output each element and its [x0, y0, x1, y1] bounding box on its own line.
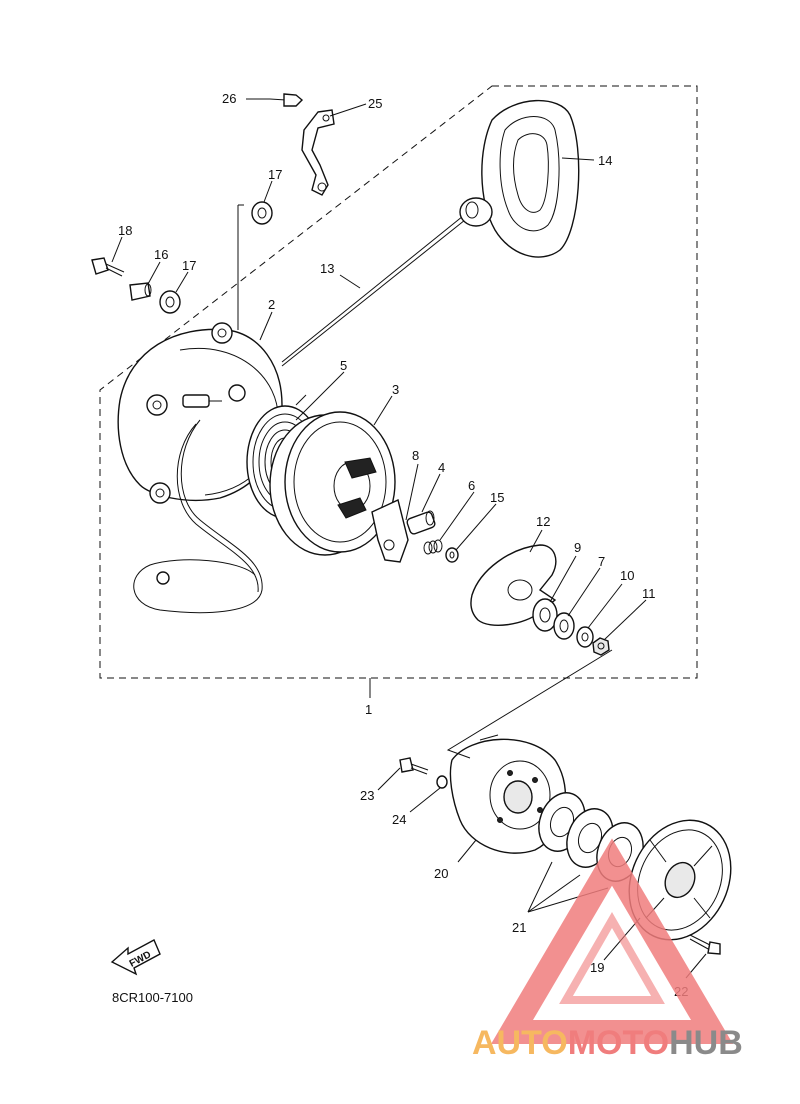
- callout-6: 6: [468, 478, 475, 493]
- cable-13: [281, 211, 469, 363]
- washer-7: [553, 612, 575, 640]
- callout-14: 14: [598, 153, 612, 168]
- callout-3: 3: [392, 382, 399, 397]
- callout-12: 12: [536, 514, 550, 529]
- diagram-code: 8CR100-7100: [112, 990, 193, 1005]
- small-spring: [423, 539, 443, 555]
- watermark-text: AUTOMOTOHUB: [472, 1024, 743, 1062]
- collar-17-top: [251, 201, 273, 225]
- callout-2: 2: [268, 297, 275, 312]
- small-washer: [445, 547, 459, 563]
- cable-guide-bracket: [301, 109, 335, 196]
- watermark-moto: MOTO: [568, 1024, 669, 1062]
- starter-pulley: [628, 819, 732, 941]
- starter-housing: [117, 322, 283, 504]
- callout-17a: 17: [268, 167, 282, 182]
- bolt-22: [689, 934, 721, 955]
- callout-5: 5: [340, 358, 347, 373]
- forward-arrow-icon: FWD: [110, 939, 161, 976]
- washer-24: [436, 775, 448, 789]
- bolt-26: [269, 93, 304, 107]
- friction-plate: [470, 544, 557, 626]
- callout-16: 16: [154, 247, 168, 262]
- bolt-18: [91, 257, 125, 277]
- callout-7: 7: [598, 554, 605, 569]
- ratchet-lever: [371, 499, 409, 563]
- callout-25: 25: [368, 96, 382, 111]
- collar-16: [129, 282, 152, 301]
- drive-pulley: [269, 411, 396, 556]
- watermark-auto: AUTO: [472, 1024, 568, 1062]
- callout-26: 26: [222, 91, 236, 106]
- callout-4: 4: [438, 460, 445, 475]
- callout-24: 24: [392, 812, 406, 827]
- bolt-23: [399, 757, 429, 775]
- callout-11: 11: [642, 586, 656, 601]
- callout-1: 1: [365, 702, 372, 717]
- callout-18: 18: [118, 223, 132, 238]
- callout-20: 20: [434, 866, 448, 881]
- watermark-hub: HUB: [669, 1024, 743, 1062]
- starter-handle: [459, 99, 580, 258]
- callout-19: 19: [590, 960, 604, 975]
- callout-8: 8: [412, 448, 419, 463]
- watermark-logo: [491, 838, 733, 1044]
- washer-9: [532, 598, 558, 632]
- starter-cable: [133, 419, 263, 614]
- callout-10: 10: [620, 568, 634, 583]
- assembly-boundary: [99, 85, 698, 679]
- callout-9: 9: [574, 540, 581, 555]
- callout-17b: 17: [182, 258, 196, 273]
- callout-13: 13: [320, 261, 334, 276]
- callout-21: 21: [512, 920, 526, 935]
- ratchet-pin: [406, 510, 436, 535]
- starter-drive-plate: [449, 734, 567, 854]
- collar-17-left: [159, 290, 181, 314]
- leader-lines: [111, 98, 707, 979]
- nut-11: [592, 637, 610, 656]
- washer-10: [576, 626, 594, 648]
- callout-23: 23: [360, 788, 374, 803]
- callout-15: 15: [490, 490, 504, 505]
